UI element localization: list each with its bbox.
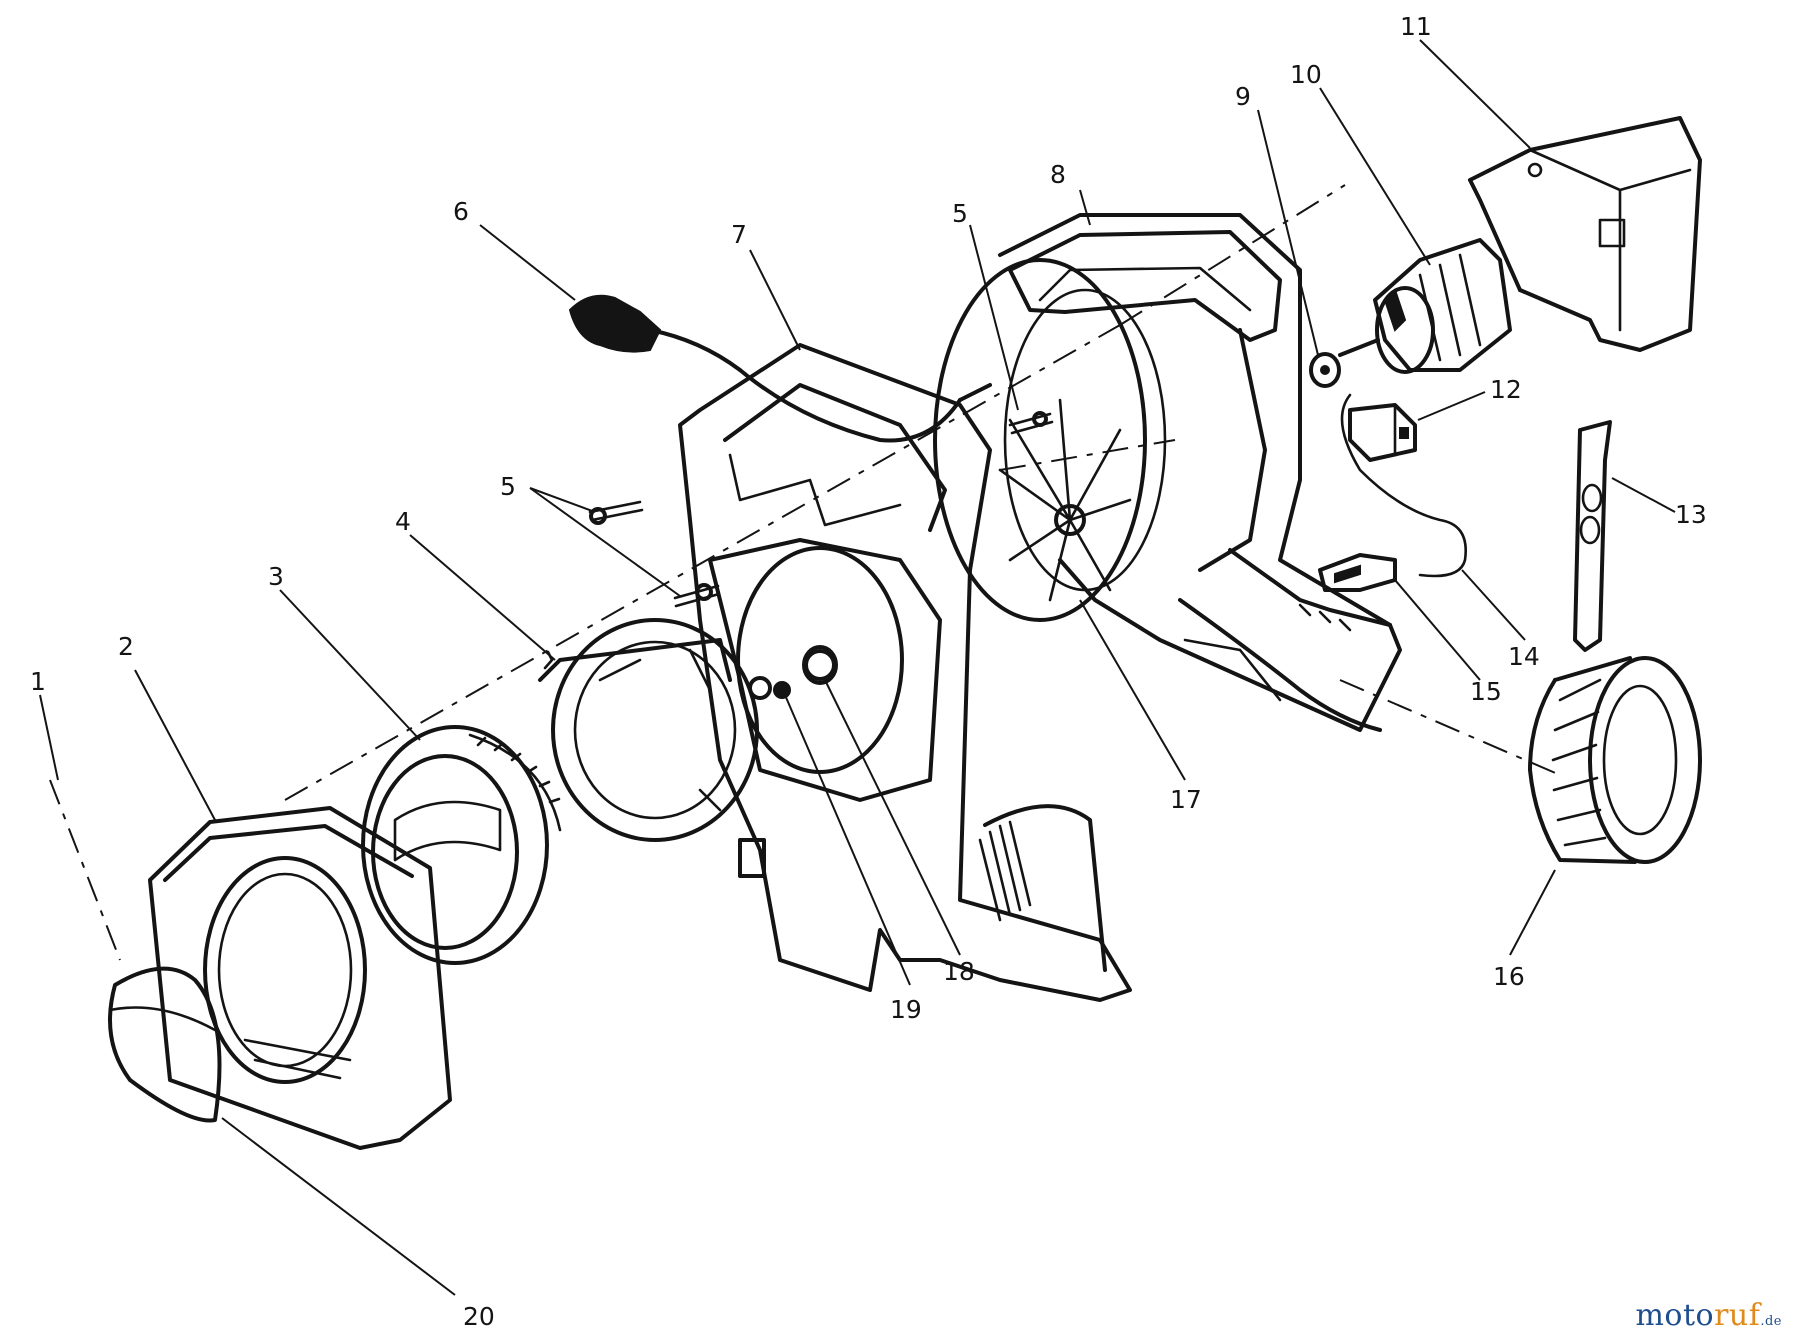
callout-2: 2: [118, 632, 134, 661]
part-6-cord-plug: [568, 294, 992, 443]
part-10-motor: [1338, 238, 1512, 374]
callout-13: 13: [1675, 500, 1707, 529]
callout-14: 14: [1508, 642, 1540, 671]
watermark-accent: ruf: [1714, 1298, 1761, 1333]
leader-lines: [39, 39, 1676, 1296]
callout-4: 4: [395, 507, 411, 536]
callout-9: 9: [1235, 82, 1251, 111]
callout-8: 8: [1050, 160, 1066, 189]
callout-5a: 5: [500, 472, 516, 501]
part-18-center-washer: [802, 645, 838, 685]
callout-17: 17: [1170, 785, 1202, 814]
part-12-switch: [1348, 403, 1417, 462]
callout-6: 6: [453, 197, 469, 226]
callout-1: 1: [30, 667, 46, 696]
part-14-wiring: [1340, 393, 1468, 578]
callout-11: 11: [1400, 12, 1432, 41]
callout-12: 12: [1490, 375, 1522, 404]
watermark-logo: motoruf.de: [1635, 1298, 1782, 1333]
part-17-impeller: [933, 258, 1167, 622]
callout-15: 15: [1470, 677, 1502, 706]
callout-numbers: 1 2 3 4 5 5 5 6 7 8 9 10 11 12 13 14 15 …: [30, 12, 1707, 1331]
part-15-contact: [1318, 553, 1397, 592]
watermark-main: moto: [1635, 1298, 1715, 1333]
part-2-front-frame: [148, 806, 452, 1150]
callout-18: 18: [943, 957, 975, 986]
part-3-filter-ring: [361, 725, 562, 965]
watermark-tld: .de: [1760, 1314, 1782, 1329]
part-11-motor-cover: [1468, 116, 1702, 352]
part-7-main-housing: [678, 343, 1132, 1002]
callout-10: 10: [1290, 60, 1322, 89]
callout-5b: 5: [952, 199, 968, 228]
part-8-rear-housing: [998, 213, 1402, 732]
part-9-washer: [1309, 352, 1341, 388]
part-19-nut: [773, 681, 791, 699]
part-4-retainer: [538, 618, 766, 878]
callout-3: 3: [268, 562, 284, 591]
callout-19: 19: [890, 995, 922, 1024]
callout-20: 20: [463, 1302, 495, 1331]
part-16-nozzle-cap: [1528, 656, 1702, 864]
callout-16: 16: [1493, 962, 1525, 991]
callout-7: 7: [731, 220, 747, 249]
part-13-switch-plate: [1573, 420, 1612, 652]
